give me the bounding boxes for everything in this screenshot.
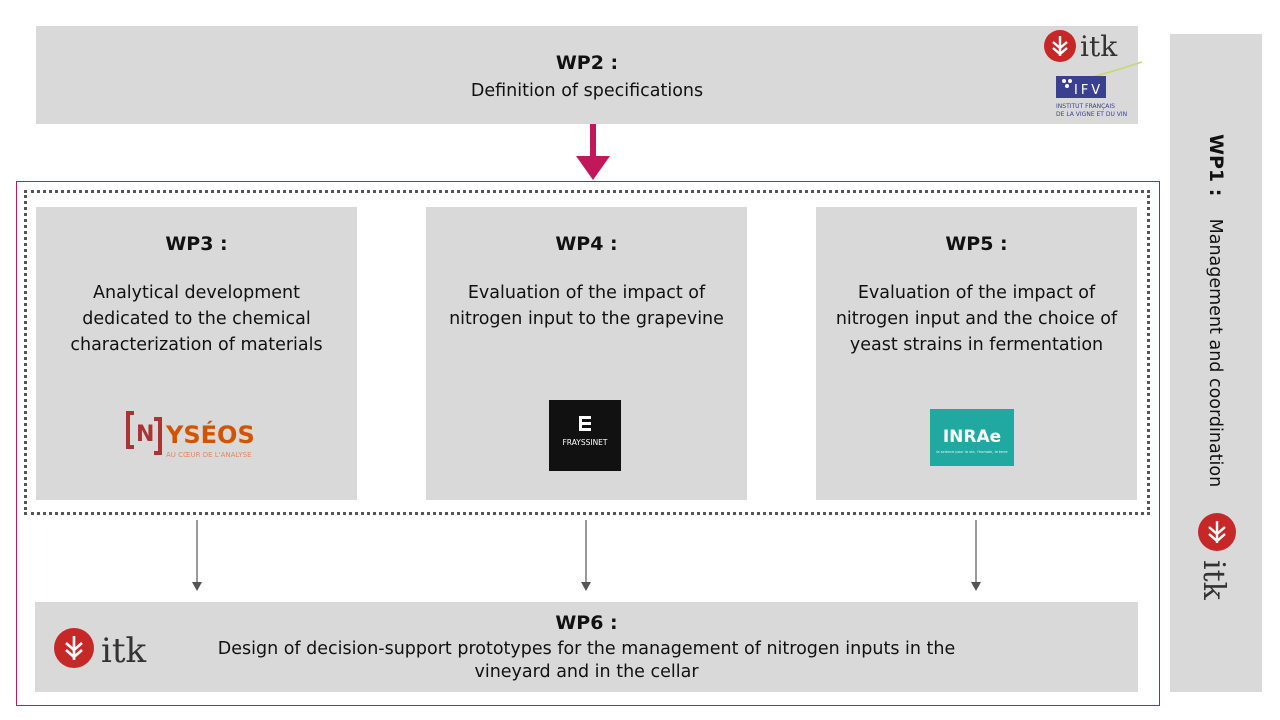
svg-text:la science pour la vie, l'huma: la science pour la vie, l'humain, la ter… — [936, 450, 1008, 454]
svg-text:INSTITUT FRANÇAIS: INSTITUT FRANÇAIS — [1056, 103, 1115, 110]
nyseos-logo: N YSÉOS AU CŒUR DE L'ANALYSE — [126, 411, 255, 459]
wp2-text: Definition of specifications — [470, 81, 704, 101]
wp3-title: WP3 : — [165, 233, 228, 255]
svg-text:AU CŒUR DE L'ANALYSE: AU CŒUR DE L'ANALYSE — [166, 451, 252, 459]
connector-arrow-wp3 — [192, 520, 202, 591]
wp-dotted-frame — [24, 190, 1150, 515]
wp6-box: itk WP6 : Design of decision-support pro… — [35, 602, 1138, 692]
wp4-box: WP4 : Evaluation of the impact of nitrog… — [426, 207, 747, 500]
wp2-box: WP2 : Definition of specifications — [36, 26, 1138, 124]
wp1-title: WP1 : — [1205, 134, 1227, 197]
svg-text:N: N — [136, 422, 154, 447]
wp4-text: Evaluation of the impact of nitrogen inp… — [449, 283, 724, 329]
wp5-text: Evaluation of the impact of nitrogen inp… — [835, 283, 1118, 355]
itk-vertical-logo: itk — [1196, 513, 1236, 601]
down-arrow-icon — [576, 124, 610, 180]
wp-group-frame — [16, 181, 1160, 706]
wp5-title: WP5 : — [945, 233, 1008, 255]
wp6-text: Design of decision-support prototypes fo… — [217, 639, 956, 682]
itk-logo: itk — [54, 628, 147, 671]
wp1-text: Management and coordination — [1205, 218, 1225, 488]
svg-text:itk: itk — [1196, 560, 1231, 601]
frayssinet-logo: FRAYSSINET — [549, 400, 621, 471]
svg-text:IFV: IFV — [1074, 83, 1103, 98]
wp5-box: WP5 : Evaluation of the impact of nitrog… — [816, 207, 1137, 500]
connector-arrow-wp4 — [581, 520, 591, 591]
svg-text:INRAe: INRAe — [943, 427, 1001, 447]
svg-text:DE LA VIGNE ET DU VIN: DE LA VIGNE ET DU VIN — [1056, 111, 1127, 118]
wp1-box: WP1 : Management and coordination itk — [1170, 34, 1262, 692]
itk-ifv-logo: itk IFV INSTITUT FRANÇAIS DE LA VIGNE ET… — [1044, 30, 1143, 118]
svg-text:itk: itk — [1080, 30, 1118, 63]
wp3-box: WP3 : Analytical development dedicated t… — [36, 207, 357, 500]
inrae-logo: INRAe la science pour la vie, l'humain, … — [930, 409, 1014, 466]
svg-text:itk: itk — [101, 631, 147, 671]
wp6-title: WP6 : — [555, 612, 618, 634]
wp2-title: WP2 : — [555, 52, 619, 74]
wp3-text: Analytical development dedicated to the … — [70, 283, 323, 355]
connector-arrow-wp5 — [971, 520, 981, 591]
wp1-label: WP1 : Management and coordination — [1205, 134, 1227, 487]
svg-text:FRAYSSINET: FRAYSSINET — [562, 438, 607, 447]
svg-text:YSÉOS: YSÉOS — [165, 420, 255, 449]
wp4-title: WP4 : — [555, 233, 618, 255]
